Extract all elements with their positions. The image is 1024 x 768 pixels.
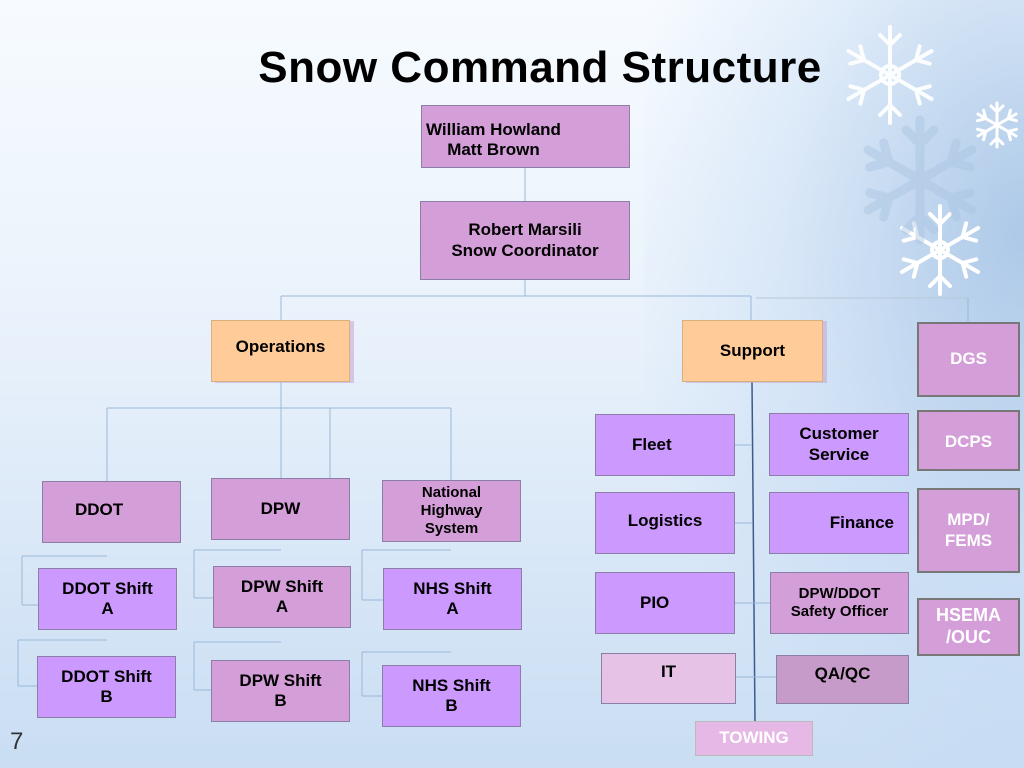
node-dcps: DCPS bbox=[917, 410, 1020, 471]
node-fleet: Fleet bbox=[595, 414, 735, 476]
node-pio: PIO bbox=[595, 572, 735, 634]
node-mpd-fems: MPD/ FEMS bbox=[917, 488, 1020, 573]
snowflake-icon bbox=[894, 204, 986, 296]
node-towing: TOWING bbox=[695, 721, 813, 756]
node-snow-coordinator: Robert Marsili Snow Coordinator bbox=[420, 201, 630, 280]
page-title: Snow Command Structure bbox=[258, 43, 822, 93]
node-logistics: Logistics bbox=[595, 492, 735, 554]
node-customer-service: Customer Service bbox=[769, 413, 909, 476]
node-ddot-shift-a: DDOT Shift A bbox=[38, 568, 177, 630]
node-ddot: DDOT bbox=[42, 481, 181, 543]
snowflake-icon bbox=[973, 101, 1021, 149]
node-hsema-ouc: HSEMA /OUC bbox=[917, 598, 1020, 656]
node-nhs-shift-b: NHS Shift B bbox=[382, 665, 521, 727]
node-dgs: DGS bbox=[917, 322, 1020, 397]
node-operations: Operations bbox=[211, 320, 350, 382]
node-top-leaders: William Howland Matt Brown bbox=[421, 105, 630, 168]
slide-number: 7 bbox=[10, 728, 24, 755]
node-qa-qc: QA/QC bbox=[776, 655, 909, 704]
snowflake-icon bbox=[850, 115, 990, 250]
snowflake-icon bbox=[841, 25, 939, 125]
node-finance: Finance bbox=[769, 492, 909, 554]
node-safety-officer: DPW/DDOT Safety Officer bbox=[770, 572, 909, 634]
node-nhs: National Highway System bbox=[382, 480, 521, 542]
node-it: IT bbox=[601, 653, 736, 704]
node-dpw-shift-b: DPW Shift B bbox=[211, 660, 350, 722]
node-dpw-shift-a: DPW Shift A bbox=[213, 566, 351, 628]
node-nhs-shift-a: NHS Shift A bbox=[383, 568, 522, 630]
node-ddot-shift-b: DDOT Shift B bbox=[37, 656, 176, 718]
node-dpw: DPW bbox=[211, 478, 350, 540]
node-support: Support bbox=[682, 320, 823, 382]
